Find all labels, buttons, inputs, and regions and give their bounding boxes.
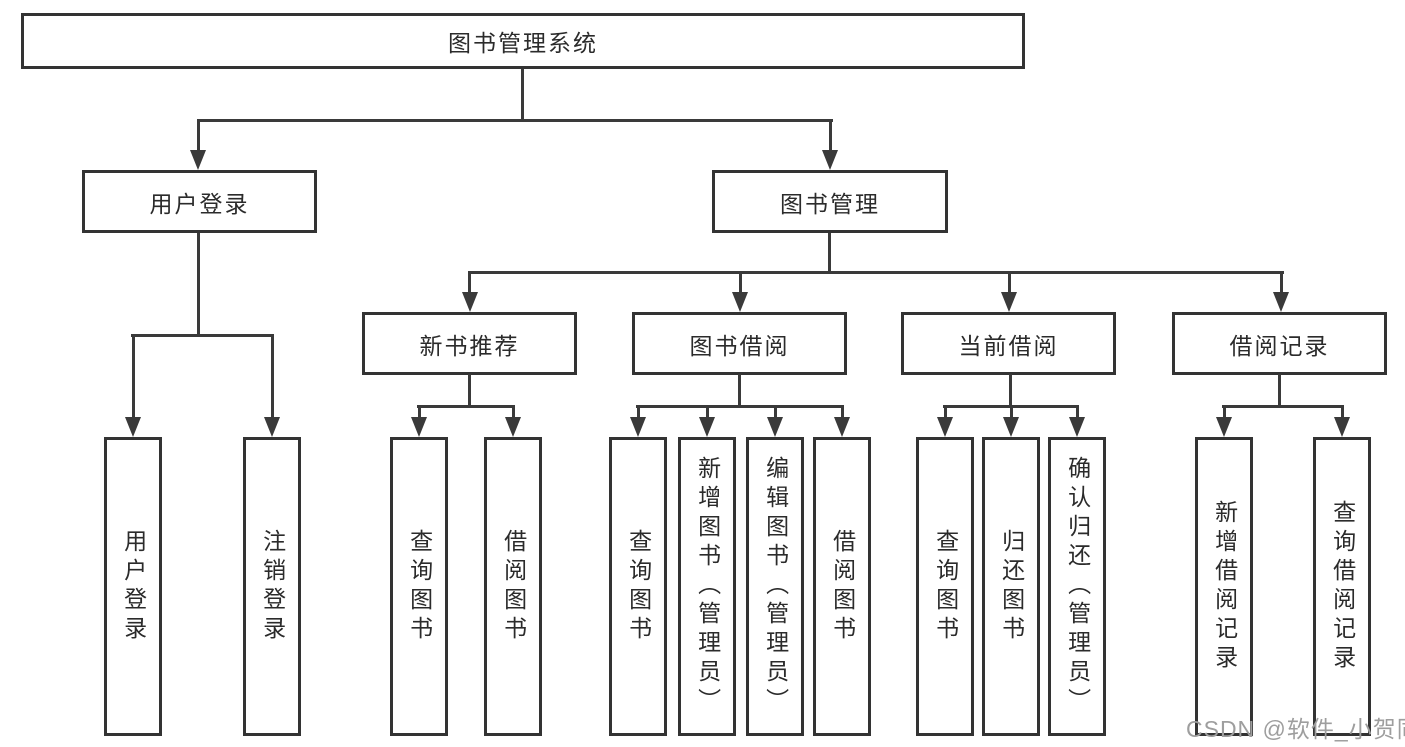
leaf-user-login: 用户登录 [104, 437, 162, 736]
connector-to-book-borrowing-stem [739, 271, 742, 295]
connector-leaf-stem [1076, 405, 1079, 420]
connector-leaf-stem [841, 405, 844, 420]
leaf-label: 注销登录 [259, 528, 286, 645]
leaf-label: 用户登录 [120, 528, 147, 645]
connector-leaf-stem [774, 405, 777, 420]
node-library-management-system: 图书管理系统 [21, 13, 1025, 69]
leaf-label: 编辑图书（管理员） [762, 456, 789, 717]
connector-to-borrowing-records-stem [1280, 271, 1283, 295]
node-book-borrowing: 图书借阅 [632, 312, 847, 375]
arrowhead-current-borrowing [1001, 292, 1017, 312]
leaf-label: 借阅图书 [500, 528, 527, 645]
connector-new-books-stem [468, 374, 471, 407]
node-user-login: 用户登录 [82, 170, 317, 233]
arrowhead-leaf [834, 417, 850, 437]
connector-current-borrowing-stem [1009, 374, 1012, 407]
leaf-label: 查询借阅记录 [1329, 499, 1356, 674]
arrowhead-book-management [822, 150, 838, 170]
connector-leaf-stem [637, 405, 640, 420]
node-label: 新书推荐 [419, 332, 520, 359]
node-label: 图书管理 [780, 190, 880, 217]
csdn-watermark: CSDN @软件_小贺同学 [1186, 716, 1405, 742]
node-new-books: 新书推荐 [362, 312, 577, 375]
connector-book-borrowing-branch [636, 405, 844, 408]
arrowhead-leaf [411, 417, 427, 437]
node-label: 图书借阅 [689, 332, 790, 359]
connector-root-stem [521, 69, 524, 121]
leaf-logout-login: 注销登录 [243, 437, 301, 736]
arrowhead-leaf-logout [264, 417, 280, 437]
node-label: 图书管理系统 [448, 30, 598, 56]
connector-to-book-management-stem [829, 119, 832, 153]
arrowhead-leaf [1216, 417, 1232, 437]
connector-leaf-stem [1223, 405, 1226, 420]
leaf-query-books-current: 查询图书 [916, 437, 974, 736]
arrowhead-user-login [190, 150, 206, 170]
node-current-borrowing: 当前借阅 [901, 312, 1116, 375]
connector-user-login-branch [131, 334, 274, 337]
leaf-label: 查询图书 [406, 528, 433, 645]
node-label: 用户登录 [149, 190, 250, 217]
arrowhead-borrowing-records [1273, 292, 1289, 312]
connector-leaf-stem [1010, 405, 1013, 420]
connector-to-user-login-stem [197, 119, 200, 153]
connector-book-borrowing-stem [738, 374, 741, 407]
leaf-edit-books-admin: 编辑图书（管理员） [746, 437, 804, 736]
connector-new-books-branch [417, 405, 515, 408]
arrowhead-leaf [630, 417, 646, 437]
leaf-borrow-books-new: 借阅图书 [484, 437, 542, 736]
node-label: 当前借阅 [958, 332, 1059, 359]
connector-borrowing-records-branch [1222, 405, 1344, 408]
leaf-label: 归还图书 [998, 528, 1025, 645]
connector-to-current-borrowing-stem [1008, 271, 1011, 295]
node-book-management: 图书管理 [712, 170, 948, 233]
connector-borrowing-records-stem [1278, 374, 1281, 407]
arrowhead-leaf [1334, 417, 1350, 437]
connector-leaf-stem [418, 405, 421, 420]
connector-to-new-books-stem [468, 271, 471, 295]
node-label: 借阅记录 [1229, 332, 1330, 359]
arrowhead-leaf [1069, 417, 1085, 437]
arrowhead-leaf [1003, 417, 1019, 437]
leaf-label: 确认归还（管理员） [1064, 456, 1091, 717]
leaf-label: 新增借阅记录 [1211, 499, 1238, 674]
leaf-return-books: 归还图书 [982, 437, 1040, 736]
leaf-label: 查询图书 [625, 528, 652, 645]
connector-book-management-branch [468, 271, 1284, 274]
leaf-query-books-borrowing: 查询图书 [609, 437, 667, 736]
leaf-label: 查询图书 [932, 528, 959, 645]
connector-to-leaf-login-stem [132, 334, 135, 420]
leaf-query-borrow-record: 查询借阅记录 [1313, 437, 1371, 736]
leaf-label: 新增图书（管理员） [694, 456, 721, 717]
leaf-label: 借阅图书 [829, 528, 856, 645]
arrowhead-leaf [767, 417, 783, 437]
leaf-add-borrow-record: 新增借阅记录 [1195, 437, 1253, 736]
connector-user-login-stem [197, 233, 200, 336]
arrowhead-leaf [699, 417, 715, 437]
arrowhead-new-books [462, 292, 478, 312]
connector-to-leaf-logout-stem [271, 334, 274, 420]
connector-book-management-stem [828, 233, 831, 274]
connector-leaf-stem [512, 405, 515, 420]
arrowhead-leaf [937, 417, 953, 437]
connector-root-branch [197, 119, 833, 122]
leaf-query-books-new: 查询图书 [390, 437, 448, 736]
node-borrowing-records: 借阅记录 [1172, 312, 1387, 375]
arrowhead-leaf [505, 417, 521, 437]
connector-leaf-stem [944, 405, 947, 420]
arrowhead-leaf-login [125, 417, 141, 437]
leaf-borrow-books-borrowing: 借阅图书 [813, 437, 871, 736]
arrowhead-book-borrowing [732, 292, 748, 312]
leaf-add-books-admin: 新增图书（管理员） [678, 437, 736, 736]
connector-leaf-stem [1341, 405, 1344, 420]
connector-leaf-stem [706, 405, 709, 420]
leaf-confirm-return-admin: 确认归还（管理员） [1048, 437, 1106, 736]
